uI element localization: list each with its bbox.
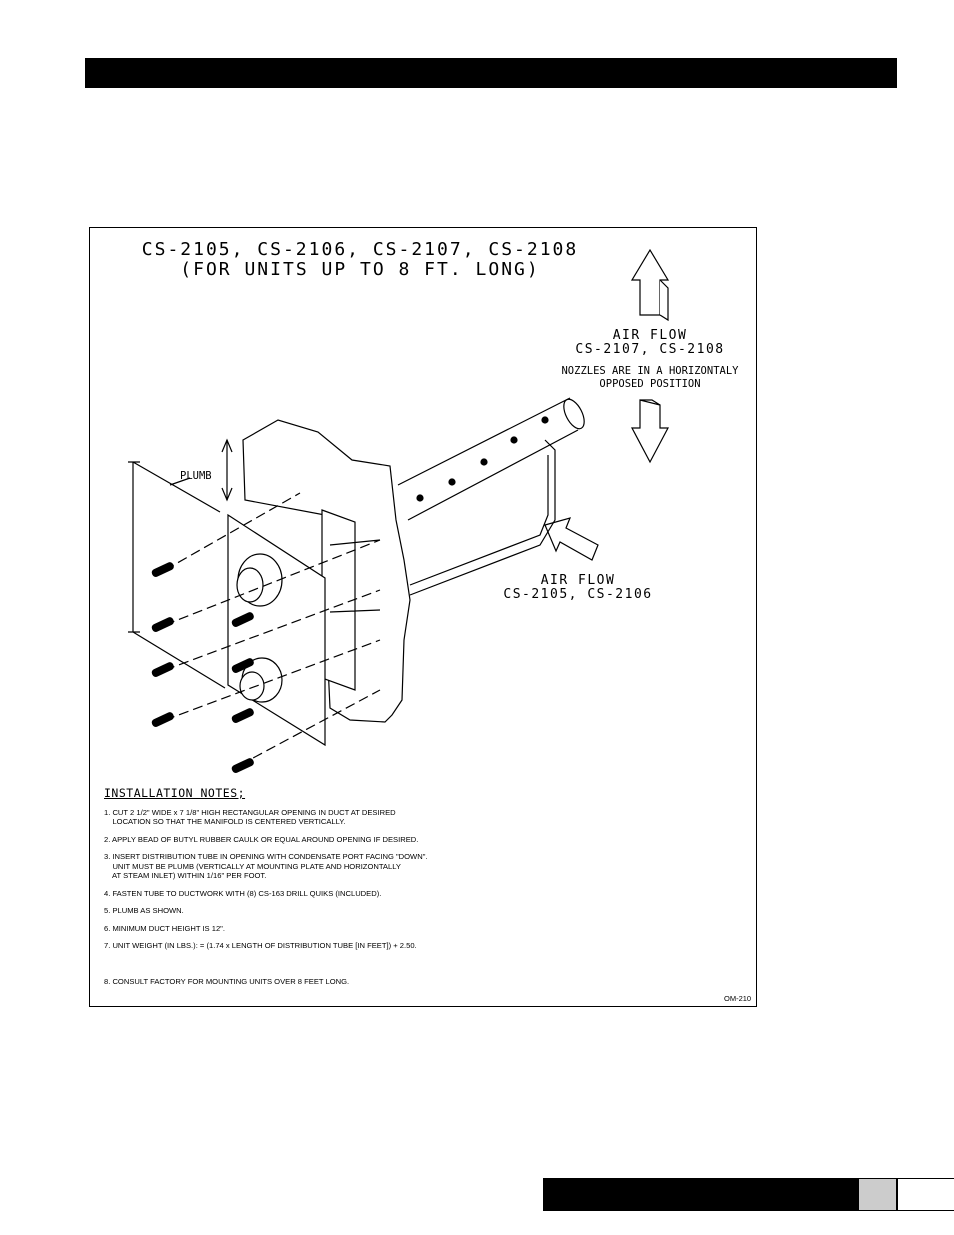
distribution-tube — [397, 397, 585, 596]
note-item: 8. CONSULT FACTORY FOR MOUNTING UNITS OV… — [104, 976, 350, 986]
footer-bar — [543, 1178, 859, 1211]
note-item: 5. PLUMB AS SHOWN. — [104, 906, 184, 915]
airflow-down-arrow-icon — [631, 399, 669, 464]
note-item: 1. CUT 2 1/2" WIDE x 7 1/8" HIGH RECTANG… — [104, 807, 396, 827]
footer-page-box — [858, 1178, 896, 1211]
note-item: 7. UNIT WEIGHT (IN LBS.): = (1.74 x LENG… — [104, 941, 417, 950]
airflow-top-label: AIR FLOW — [613, 328, 688, 343]
notes-heading: INSTALLATION NOTES; — [104, 786, 246, 800]
header-bar — [85, 58, 897, 88]
drawing-subtitle: (FOR UNITS UP TO 8 FT. LONG) — [180, 259, 539, 280]
airflow-bottom-models: CS-2105, CS-2106 — [503, 587, 652, 602]
drawing-code: OM-210 — [724, 994, 752, 1003]
screws-icon — [151, 562, 254, 773]
installation-notes: INSTALLATION NOTES; 1. CUT 2 1/2" WIDE x… — [104, 786, 428, 994]
note-item: 3. INSERT DISTRIBUTION TUBE IN OPENING W… — [104, 852, 428, 880]
mounting-plate — [227, 513, 326, 747]
note-item: 4. FASTEN TUBE TO DUCTWORK WITH (8) CS-1… — [104, 888, 382, 898]
drawing-title: CS-2105, CS-2106, CS-2107, CS-2108 — [142, 239, 578, 260]
airflow-diagonal-arrow-icon — [544, 517, 599, 561]
plumb-label: PLUMB — [180, 470, 212, 482]
airflow-top-models: CS-2107, CS-2108 — [575, 342, 724, 357]
nozzles-note-line2: OPPOSED POSITION — [599, 378, 700, 390]
drawing-frame — [89, 227, 757, 1007]
airflow-bottom-label: AIR FLOW — [541, 573, 616, 588]
airflow-up-arrow-icon — [630, 248, 670, 322]
note-item: 6. MINIMUM DUCT HEIGHT IS 12". — [104, 923, 225, 933]
screw-alignment-lines — [164, 492, 381, 766]
footer-blank-box — [896, 1178, 954, 1211]
nozzles-note-line1: NOZZLES ARE IN A HORIZONTALY — [561, 365, 739, 377]
note-item: 2. APPLY BEAD OF BUTYL RUBBER CAULK OR E… — [104, 834, 419, 844]
pipe-fittings — [236, 553, 283, 703]
plumb-dimension — [128, 438, 233, 689]
